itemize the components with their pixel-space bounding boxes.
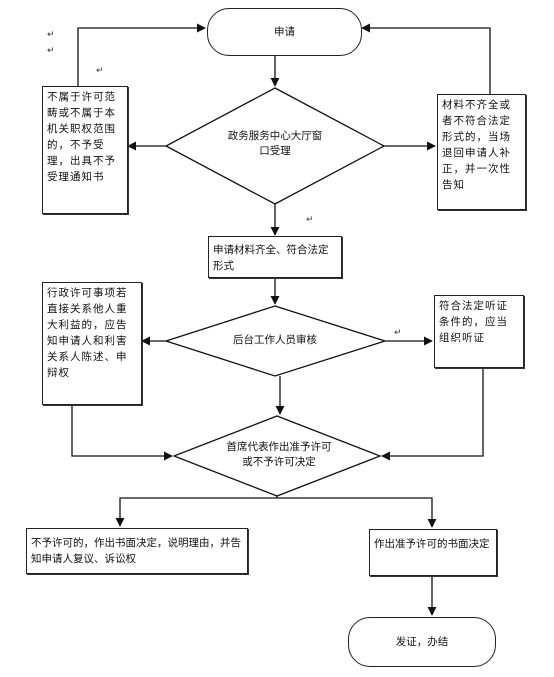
node-inform: 行政许可事项若直接关系他人重大利益的，应告知申请人和利害关系人陈述、申辩权 bbox=[42, 282, 142, 405]
node-hearing-label: 符合法定听证条件的，应当组织听证 bbox=[439, 300, 508, 344]
node-supplement-label: 材料不齐全或者不符合法定形式的，当场退回申请人补正，并一次性告知 bbox=[442, 99, 511, 191]
node-complete-label: 申请材料齐全、符合法定形式 bbox=[213, 244, 329, 272]
node-grant-label: 作出准予许可的书面决定 bbox=[374, 538, 490, 550]
paragraph-mark: ↵ bbox=[306, 215, 314, 225]
node-decide-label: 首席代表作出准予许可或不予许可决定 bbox=[226, 441, 332, 468]
node-review-label: 后台工作人员审核 bbox=[233, 334, 317, 346]
node-finish: 发证，办结 bbox=[348, 617, 496, 667]
node-hearing: 符合法定听证条件的，应当组织听证 bbox=[434, 295, 524, 368]
node-deny-label: 不予许可的，作出书面决定，说明理由，并告知申请人复议、诉讼权 bbox=[31, 537, 241, 565]
node-deny: 不予许可的，作出书面决定，说明理由，并告知申请人复议、诉讼权 bbox=[26, 528, 248, 574]
paragraph-mark: ↵ bbox=[47, 46, 55, 56]
node-apply: 申请 bbox=[207, 8, 362, 56]
node-complete: 申请材料齐全、符合法定形式 bbox=[208, 236, 342, 278]
node-grant: 作出准予许可的书面决定 bbox=[369, 529, 497, 576]
diamond-review bbox=[163, 305, 388, 377]
node-reject-label: 不属于许可范畴或不属于本机关职权范围的，不予受理，出具不予受理通知书 bbox=[47, 91, 116, 183]
node-finish-label: 发证，办结 bbox=[395, 636, 449, 648]
paragraph-mark: ↵ bbox=[47, 30, 55, 40]
node-window-label: 政务服务中心大厅窗口受理 bbox=[227, 130, 323, 157]
node-apply-label: 申请 bbox=[274, 26, 295, 38]
paragraph-mark: ↵ bbox=[394, 328, 402, 338]
node-supplement: 材料不齐全或者不符合法定形式的，当场退回申请人补正，并一次性告知 bbox=[437, 94, 526, 210]
node-reject: 不属于许可范畴或不属于本机关职权范围的，不予受理，出具不予受理通知书 bbox=[42, 86, 128, 214]
node-inform-label: 行政许可事项若直接关系他人重大利益的，应告知申请人和利害关系人陈述、申辩权 bbox=[47, 287, 128, 379]
paragraph-mark: ↵ bbox=[96, 66, 104, 76]
